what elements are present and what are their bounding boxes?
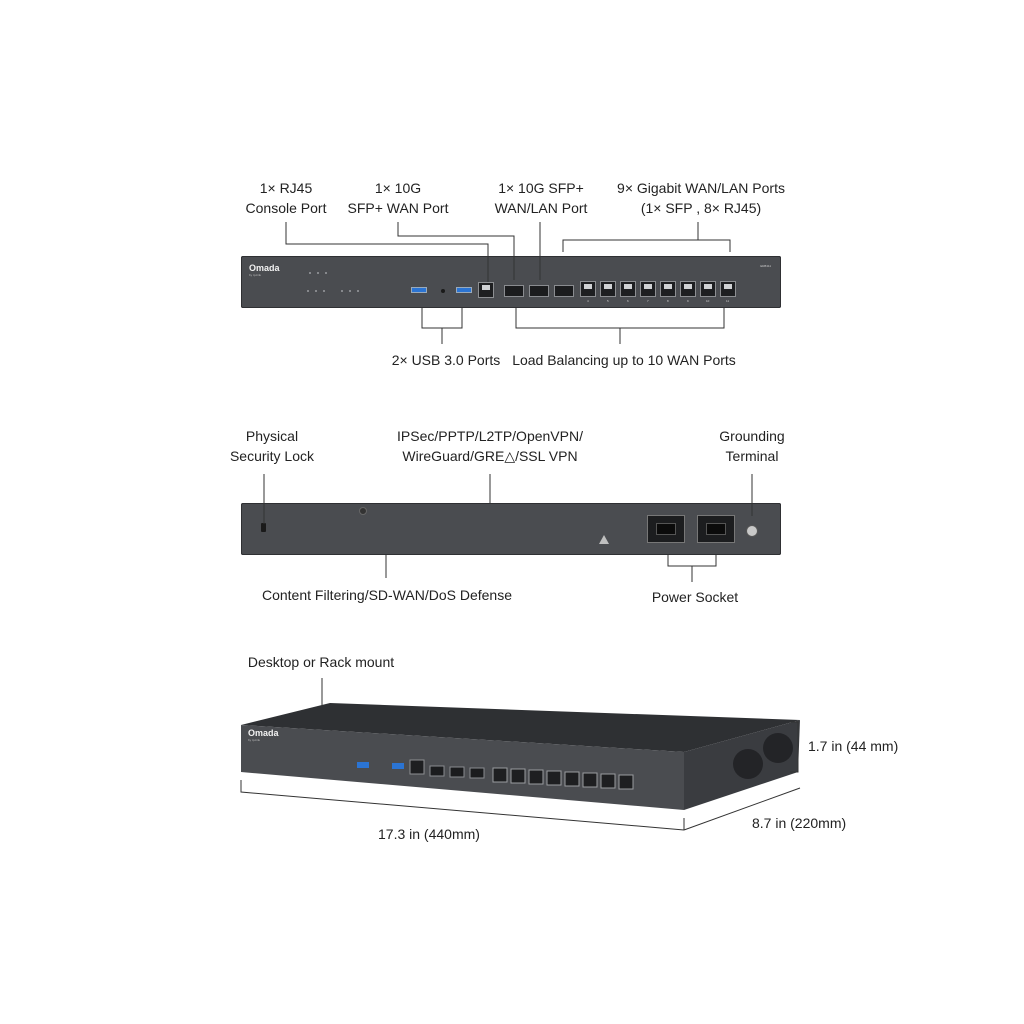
- port-number: 7: [647, 299, 649, 303]
- grounding-terminal-icon: [746, 525, 758, 537]
- width-dimension-label: 17.3 in (440mm): [378, 826, 480, 842]
- screw-icon: [359, 507, 367, 515]
- usb-port: [456, 287, 472, 293]
- rj45-port: [580, 281, 596, 297]
- rj45-port: [660, 281, 676, 297]
- mount-label: Desktop or Rack mount: [247, 654, 395, 670]
- usb-port: [411, 287, 427, 293]
- status-led: [309, 272, 311, 274]
- power-socket-label: Power Socket: [651, 589, 739, 605]
- status-led: [307, 290, 309, 292]
- status-led: [323, 290, 325, 292]
- rj45-port: [640, 281, 656, 297]
- rj45-port-group: [580, 281, 740, 301]
- port-number: 4: [587, 299, 589, 303]
- sfp-wanlan-port: [529, 285, 549, 297]
- rj45-port: [600, 281, 616, 297]
- status-led: [341, 290, 343, 292]
- sfp-wan-port: [504, 285, 524, 297]
- load-balancing-label: Load Balancing up to 10 WAN Ports: [512, 352, 736, 368]
- rj45-port: [720, 281, 736, 297]
- rj45-port: [620, 281, 636, 297]
- status-led: [357, 290, 359, 292]
- model-label: ER8411: [760, 264, 771, 268]
- vpn-label: IPSec/PPTP/L2TP/OpenVPN/WireGuard/GRE△/S…: [397, 428, 583, 464]
- usb-ports-label: 2× USB 3.0 Ports: [391, 352, 501, 368]
- port-number: 6: [627, 299, 629, 303]
- status-led: [349, 290, 351, 292]
- port-number: 10: [706, 299, 710, 303]
- status-led: [317, 272, 319, 274]
- console-port: [478, 282, 494, 298]
- gigabit-ports-label: 9× Gigabit WAN/LAN Ports(1× SFP , 8× RJ4…: [617, 180, 785, 216]
- port-number: 5: [607, 299, 609, 303]
- height-dimension-label: 1.7 in (44 mm): [808, 738, 899, 754]
- router-rear-panel: [241, 503, 781, 555]
- sfp-wanlan-port-label: 1× 10G SFP+WAN/LAN Port: [494, 180, 588, 216]
- port-number: 9: [687, 299, 689, 303]
- rj45-port: [680, 281, 696, 297]
- warning-icon: [599, 535, 609, 544]
- port-number: 8: [667, 299, 669, 303]
- depth-dimension-label: 8.7 in (220mm): [752, 815, 847, 831]
- reset-button: [441, 289, 445, 293]
- port-number: 11: [726, 299, 730, 303]
- power-socket: [697, 515, 735, 543]
- content-filtering-label: Content Filtering/SD-WAN/DoS Defense: [261, 587, 513, 603]
- sfp-port: [554, 285, 574, 297]
- rj45-port: [700, 281, 716, 297]
- power-socket: [647, 515, 685, 543]
- security-lock-slot: [261, 523, 266, 532]
- status-led: [325, 272, 327, 274]
- status-led: [315, 290, 317, 292]
